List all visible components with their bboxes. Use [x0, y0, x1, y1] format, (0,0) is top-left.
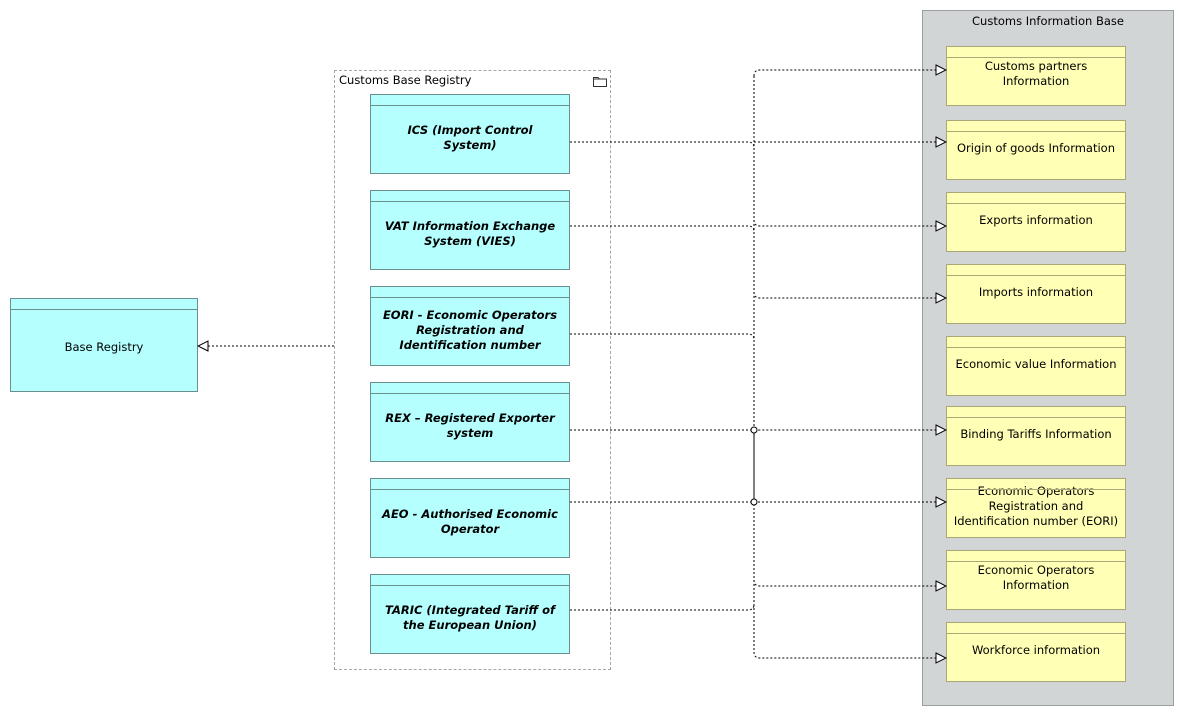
- data-origin-of-goods-label: Origin of goods Information: [956, 140, 1116, 155]
- connector-to-workforce[interactable]: [753, 651, 946, 658]
- data-economic-value-label: Economic value Information: [955, 356, 1117, 371]
- customs-base-registry-title: Customs Base Registry: [339, 73, 472, 87]
- data-economic-value[interactable]: Economic value Information: [946, 336, 1126, 396]
- data-binding-tariffs-label: Binding Tariffs Information: [960, 426, 1112, 441]
- app-aeo[interactable]: AEO - Authorised Economic Operator: [370, 478, 570, 558]
- app-taric[interactable]: TARIC (Integrated Tariff of the European…: [370, 574, 570, 654]
- connector-to-customs-partners[interactable]: [753, 70, 946, 77]
- data-binding-tariffs[interactable]: Binding Tariffs Information: [946, 406, 1126, 466]
- app-eori[interactable]: EORI - Economic Operators Registration a…: [370, 286, 570, 366]
- data-imports-label: Imports information: [978, 284, 1094, 299]
- junction-marker: [750, 498, 758, 506]
- app-ics[interactable]: ICS (Import Control System): [370, 94, 570, 174]
- data-origin-of-goods[interactable]: Origin of goods Information: [946, 120, 1126, 180]
- customs-base-registry-group[interactable]: Customs Base Registry: [334, 70, 611, 670]
- data-workforce[interactable]: Workforce information: [946, 622, 1126, 682]
- data-imports[interactable]: Imports information: [946, 264, 1126, 324]
- base-registry-label: Base Registry: [64, 340, 144, 354]
- app-vies[interactable]: VAT Information Exchange System (VIES): [370, 190, 570, 270]
- folder-icon: [593, 77, 607, 87]
- connector-to-exports[interactable]: [753, 219, 946, 226]
- connector-to-economic-operators[interactable]: [753, 579, 946, 586]
- data-exports[interactable]: Exports information: [946, 192, 1126, 252]
- data-customs-partners[interactable]: Customs partners Information: [946, 46, 1126, 106]
- app-aeo-label: AEO - Authorised Economic Operator: [382, 507, 558, 536]
- app-rex-label: REX – Registered Exporter system: [385, 411, 555, 440]
- app-eori-label: EORI - Economic Operators Registration a…: [382, 307, 558, 352]
- app-vies-label: VAT Information Exchange System (VIES): [384, 219, 556, 248]
- data-eori-label: Economic Operators Registration and Iden…: [953, 483, 1119, 528]
- data-workforce-label: Workforce information: [971, 642, 1101, 657]
- app-ics-label: ICS (Import Control System): [407, 123, 533, 152]
- base-registry-component[interactable]: Base Registry: [10, 298, 198, 392]
- data-economic-operators[interactable]: Economic Operators Information: [946, 550, 1126, 610]
- data-eori[interactable]: Economic Operators Registration and Iden…: [946, 478, 1126, 538]
- app-rex[interactable]: REX – Registered Exporter system: [370, 382, 570, 462]
- data-exports-label: Exports information: [979, 212, 1093, 227]
- data-customs-partners-label: Customs partners Information: [984, 59, 1088, 88]
- connector-to-imports[interactable]: [753, 291, 946, 298]
- connector-to-binding-tariffs[interactable]: [753, 430, 946, 437]
- app-taric-label: TARIC (Integrated Tariff of the European…: [385, 603, 555, 632]
- data-economic-operators-label: Economic Operators Information: [977, 563, 1095, 592]
- junction-marker: [750, 426, 758, 434]
- customs-information-base-title: Customs Information Base: [972, 14, 1124, 28]
